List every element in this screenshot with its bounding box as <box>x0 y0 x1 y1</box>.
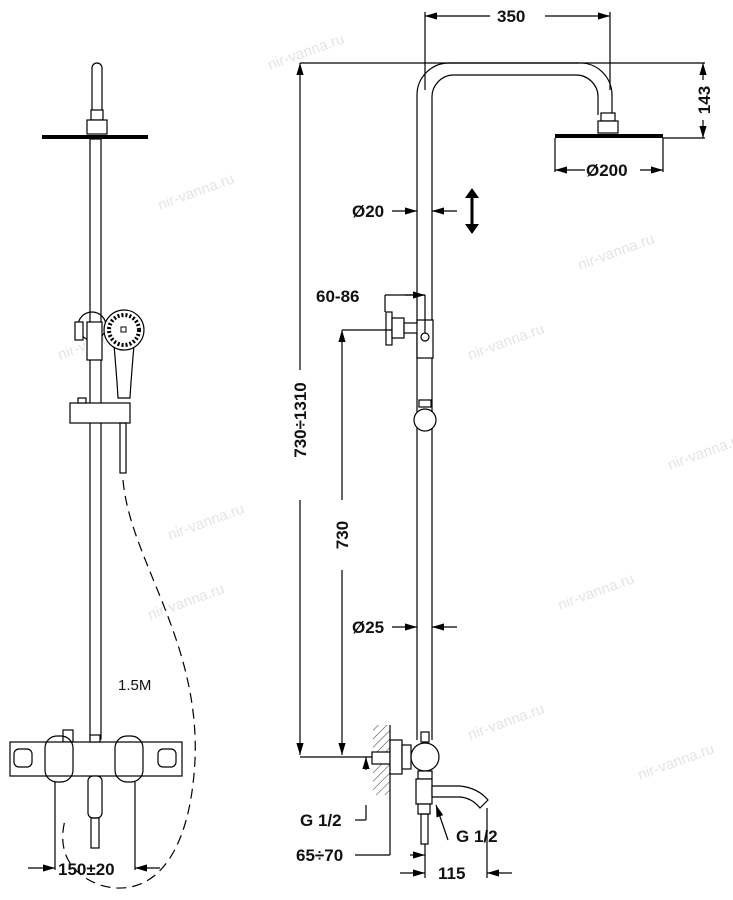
hose-length-label: 1.5M <box>118 677 151 694</box>
svg-text:nir-vanna.ru: nir-vanna.ru <box>666 430 733 473</box>
svg-text:nir-vanna.ru: nir-vanna.ru <box>166 500 247 543</box>
hose-dashed <box>62 479 196 889</box>
rain-head-front <box>42 135 148 139</box>
side-view: 350 143 Ø200 Ø20 60-86 730÷1310 <box>291 7 714 883</box>
svg-text:nir-vanna.ru: nir-vanna.ru <box>466 700 547 743</box>
thermostatic-mixer <box>9 729 183 849</box>
svg-text:nir-vanna.ru: nir-vanna.ru <box>466 320 547 363</box>
bracket-offset-label: 60-86 <box>316 287 359 306</box>
hand-shower <box>103 309 145 399</box>
watermarks: nir-vanna.ru nir-vanna.ru nir-vanna.ru n… <box>56 30 733 783</box>
rain-head-side <box>555 134 663 138</box>
svg-text:nir-vanna.ru: nir-vanna.ru <box>636 740 717 783</box>
front-view: 1.5M 150±20 <box>9 62 196 889</box>
height-adjust-arrow-icon <box>465 188 479 234</box>
mixer-spacing-label: 150±20 <box>58 860 115 879</box>
inlet-thread-label: G 1/2 <box>300 811 342 830</box>
head-diameter-label: Ø200 <box>586 161 628 180</box>
lower-pipe-diameter-label: Ø25 <box>352 618 384 637</box>
slider <box>69 402 131 424</box>
riser-pipe <box>89 138 102 740</box>
svg-text:nir-vanna.ru: nir-vanna.ru <box>556 570 637 613</box>
head-drop-label: 143 <box>695 86 714 114</box>
total-height-label: 730÷1310 <box>291 382 310 458</box>
svg-text:nir-vanna.ru: nir-vanna.ru <box>156 170 237 213</box>
svg-text:nir-vanna.ru: nir-vanna.ru <box>146 580 227 623</box>
arm-reach-label: 350 <box>497 7 525 26</box>
svg-text:nir-vanna.ru: nir-vanna.ru <box>576 230 657 273</box>
svg-text:nir-vanna.ru: nir-vanna.ru <box>266 30 347 73</box>
spout-reach-label: 115 <box>438 864 465 883</box>
outlet-thread-label: G 1/2 <box>456 827 498 846</box>
bracket-height-label: 730 <box>333 521 352 549</box>
wall-offset-label: 65÷70 <box>296 846 343 865</box>
upper-pipe-diameter-label: Ø20 <box>352 202 384 221</box>
hose-end <box>119 422 127 474</box>
